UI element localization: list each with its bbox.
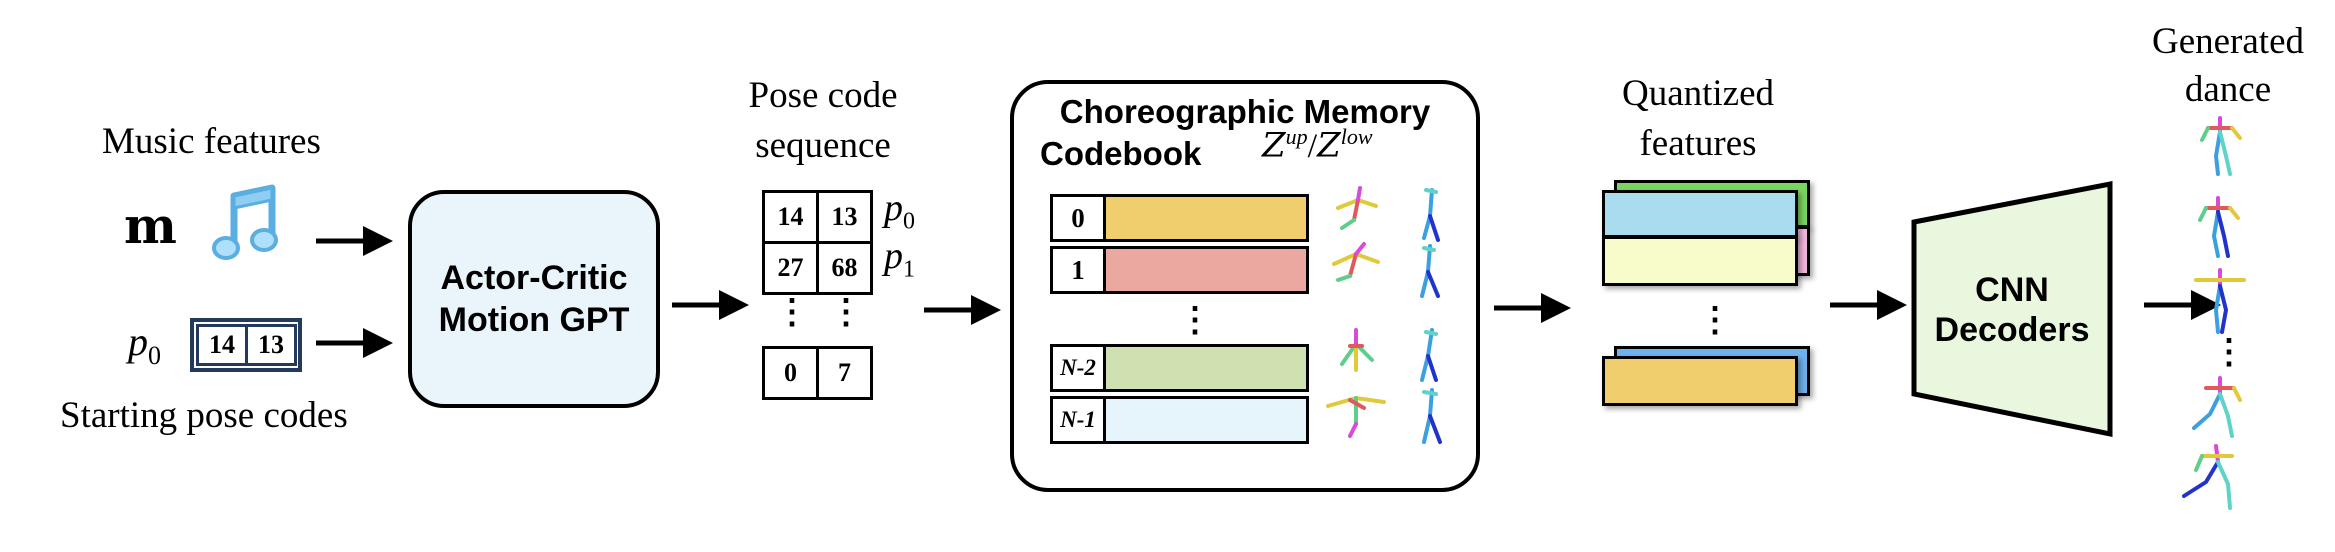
codebook-entry-1 bbox=[1103, 246, 1309, 294]
dance-title-2: dance bbox=[2184, 69, 2272, 110]
codebook-index-1: 1 bbox=[1050, 246, 1106, 294]
codebook-index-n2: N-2 bbox=[1050, 344, 1106, 392]
dance-pose-sequence bbox=[2182, 116, 2246, 510]
seq-cell-1-0: 27 bbox=[762, 241, 819, 295]
dance-pose-3 bbox=[2194, 268, 2246, 334]
gpt-line1: Actor-Critic bbox=[440, 259, 628, 297]
seq-vdots-right: ⋮ bbox=[829, 294, 863, 331]
dance-pose-5 bbox=[2182, 444, 2234, 510]
codebook-index-n1: N-1 bbox=[1050, 396, 1106, 444]
gpt-line2: Motion GPT bbox=[438, 301, 630, 339]
codebook-title-2: Codebook bbox=[1040, 135, 1202, 172]
dance-title-1: Generated bbox=[2151, 21, 2304, 62]
quantized-title-1: Quantized bbox=[1621, 73, 1775, 114]
dance-pose-4 bbox=[2192, 376, 2242, 438]
seq-label-p1: p1 bbox=[884, 235, 915, 283]
seq-cell-0-1: 13 bbox=[816, 190, 873, 244]
sequence-title-2: sequence bbox=[755, 125, 891, 166]
quantized-vdots: ⋮ bbox=[1698, 302, 1732, 339]
decoder-line1: CNN bbox=[1975, 271, 2049, 309]
feature-layer-bottom-front bbox=[1602, 356, 1798, 406]
start-code-1: 13 bbox=[245, 324, 297, 366]
seq-cell-0-0: 14 bbox=[762, 190, 819, 244]
codebook-entry-n1 bbox=[1103, 396, 1309, 444]
seq-cell-2-1: 7 bbox=[816, 346, 873, 400]
seq-cell-1-1: 68 bbox=[816, 241, 873, 295]
decoder-line2: Decoders bbox=[1934, 311, 2090, 349]
music-features-label: Music features bbox=[102, 121, 321, 162]
codebook-vdots: ⋮ bbox=[1178, 302, 1212, 339]
codebook-z-notation: Zup/Zlow bbox=[1262, 124, 1373, 166]
starting-pose-codes-label: Starting pose codes bbox=[60, 395, 348, 436]
quantized-title-2: features bbox=[1639, 123, 1757, 164]
codebook-entry-0 bbox=[1103, 194, 1309, 242]
actor-critic-gpt-box: Actor-Critic Motion GPT bbox=[408, 190, 660, 408]
feature-layer-front-top bbox=[1602, 190, 1798, 238]
seq-label-p0: p0 bbox=[884, 187, 915, 235]
feature-layer-front-bottom bbox=[1602, 236, 1798, 286]
music-symbol: m bbox=[124, 196, 177, 255]
music-note-icon bbox=[212, 184, 278, 260]
codebook-pose-sketches bbox=[1326, 186, 1442, 444]
dance-vdots: ⋮ bbox=[2212, 334, 2246, 371]
codebook-entry-n2 bbox=[1103, 344, 1309, 392]
cnn-decoder-shape bbox=[1911, 180, 2113, 438]
sequence-title-1: Pose code bbox=[748, 75, 898, 116]
dance-pose-1 bbox=[2200, 116, 2242, 176]
seq-cell-2-0: 0 bbox=[762, 346, 819, 400]
codebook-index-0: 0 bbox=[1050, 194, 1106, 242]
dance-pose-2 bbox=[2198, 196, 2240, 258]
starting-codes-box bbox=[190, 318, 302, 372]
p0-symbol: p0 bbox=[128, 319, 161, 370]
seq-vdots-left: ⋮ bbox=[775, 294, 809, 331]
codebook-title-1: Choreographic Memory bbox=[1059, 93, 1431, 130]
